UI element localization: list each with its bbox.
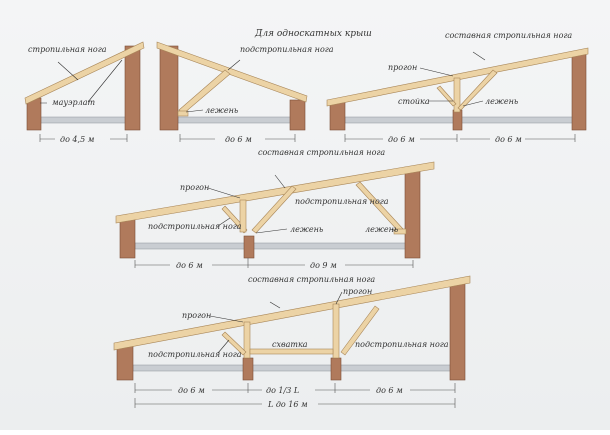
leader-line	[472, 51, 486, 61]
leader-line	[217, 339, 230, 354]
leader-line	[274, 174, 286, 189]
middle-wall	[330, 357, 342, 381]
right-wall	[449, 279, 466, 381]
rafter	[24, 41, 145, 105]
strut	[221, 331, 247, 356]
label-strut-right: подстропильная нога	[355, 340, 449, 349]
dimension-line	[344, 134, 576, 142]
leader-line	[335, 291, 343, 305]
dimension-line	[134, 258, 414, 268]
middle-wall	[243, 235, 255, 259]
leader-line	[57, 61, 79, 81]
sill	[393, 228, 407, 235]
label-sill: лежень	[485, 97, 518, 106]
composite-rafter	[326, 47, 589, 107]
label-composite: составная стропильная нога	[445, 31, 572, 40]
leader-line	[40, 59, 123, 104]
scheme-5: составная стропильная нога прогон прогон…	[113, 275, 471, 409]
post	[453, 77, 461, 113]
post	[243, 321, 251, 359]
leader-line	[209, 315, 244, 323]
label-rafter: стропильная нога	[28, 45, 107, 54]
right-wall	[571, 51, 587, 131]
leader-line	[269, 301, 281, 309]
right-wall	[124, 45, 141, 131]
label-sill-mid: лежень	[290, 225, 323, 234]
dimension-line	[179, 134, 296, 142]
scheme-2: подстропильная нога лежень до 6 м	[156, 41, 334, 144]
dim-span: до 6 м	[176, 261, 203, 270]
post	[332, 303, 340, 359]
strut	[457, 69, 498, 111]
ceiling-beam	[39, 116, 127, 124]
dim-span: до 1/3 L	[266, 386, 299, 395]
label-sill-right: лежень	[365, 225, 398, 234]
diagram-title: Для односкатных крыш	[254, 29, 372, 39]
dim-span: до 9 м	[310, 261, 337, 270]
strut	[436, 85, 457, 107]
label-purlin: прогон	[388, 63, 417, 72]
ceiling-beam	[134, 242, 408, 250]
label-tie: схватка	[272, 340, 308, 349]
dim-span: до 6 м	[376, 386, 403, 395]
middle-wall	[242, 357, 254, 381]
post	[239, 199, 247, 233]
label-mauerlat: мауэрлат	[52, 98, 96, 107]
composite-rafter	[115, 161, 435, 224]
leader-line	[462, 100, 484, 107]
label-strut-left: подстропильная нога	[148, 350, 242, 359]
label-purlin: прогон	[180, 183, 209, 192]
scheme-4: составная стропильная нога прогон подстр…	[115, 148, 435, 270]
leader-line	[185, 109, 204, 113]
leader-line	[255, 228, 288, 234]
dimension-line	[39, 134, 128, 142]
ceiling-beam	[132, 364, 452, 372]
label-strut: подстропильная нога	[240, 45, 334, 54]
scheme-1: стропильная нога мауэрлат до 4,5 м	[24, 41, 145, 144]
leader-line	[217, 217, 231, 227]
tie-beam	[249, 348, 334, 355]
label-strut-right: подстропильная нога	[295, 197, 389, 206]
ceiling-beam	[177, 116, 292, 124]
left-wall	[159, 45, 179, 131]
left-wall	[119, 217, 136, 259]
dim-total: L до 16 м	[267, 400, 308, 409]
dim-span: до 4,5 м	[60, 135, 95, 144]
dim-span: до 6 м	[495, 135, 522, 144]
dimension-line	[134, 398, 456, 408]
leader-line	[227, 59, 241, 71]
middle-wall	[452, 109, 463, 131]
label-purlin-left: прогон	[182, 311, 211, 320]
sill	[177, 110, 189, 117]
label-sill: лежень	[205, 106, 238, 115]
label-post: стойка	[398, 97, 430, 106]
composite-rafter	[113, 275, 471, 351]
strut	[340, 305, 380, 356]
label-purlin-right: прогон	[343, 287, 372, 296]
strut	[251, 185, 297, 234]
leader-line	[391, 228, 396, 232]
label-composite: составная стропильная нога	[248, 275, 375, 284]
label-composite: составная стропильная нога	[258, 148, 385, 157]
leader-line	[419, 67, 454, 77]
leader-line	[207, 187, 241, 199]
right-wall	[404, 166, 421, 259]
rafter	[156, 41, 308, 103]
scheme-3: составная стропильная нога прогон стойка…	[326, 31, 589, 144]
left-wall	[116, 344, 134, 381]
dim-span: до 6 м	[225, 135, 252, 144]
right-wall	[289, 99, 306, 131]
dim-span: до 6 м	[388, 135, 415, 144]
dim-span: до 6 м	[178, 386, 205, 395]
label-strut-left: подстропильная нога	[148, 222, 242, 231]
dimension-line	[134, 383, 456, 393]
